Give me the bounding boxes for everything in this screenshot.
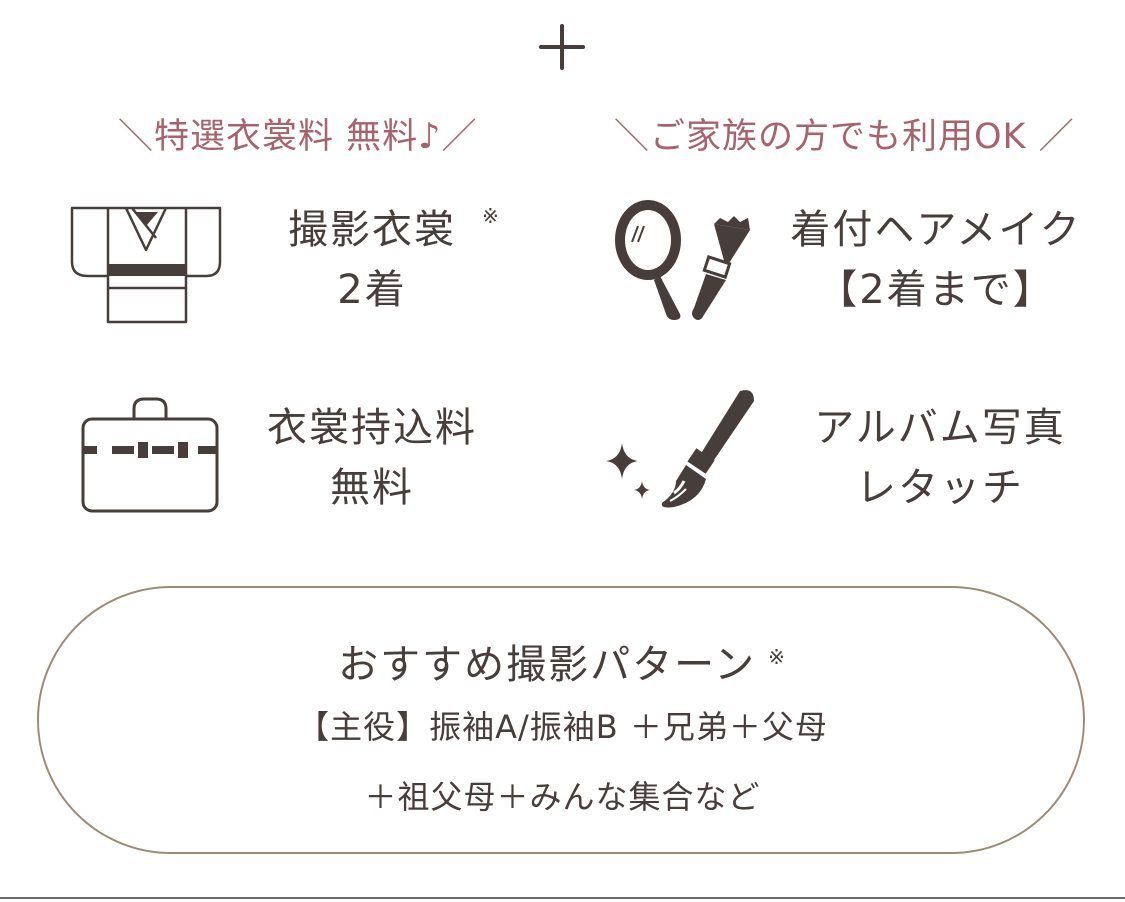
pattern-line-1: 【主役】振袖A/振袖B ＋兄弟＋父母: [297, 708, 828, 746]
plus-icon: [537, 22, 587, 72]
pattern-title: おすすめ撮影パターン ※: [0, 628, 1125, 694]
feature-hairmake-text: 着付ヘアメイク 【2着まで】: [784, 200, 1088, 320]
feature-bringin-line1: 衣裳持込料: [267, 405, 477, 451]
feature-retouch-text: アルバム写真 レタッチ: [804, 398, 1076, 518]
mirror-brush-icon: [610, 196, 760, 321]
feature-hairmake-line1: 着付ヘアメイク: [790, 207, 1082, 253]
recommended-pattern-box: [37, 586, 1085, 854]
feature-bringin-text: 衣裳持込料 無料: [252, 398, 492, 518]
kimono-icon: [68, 204, 224, 326]
feature-costume-line1: 撮影衣裳: [288, 207, 456, 253]
feature-bringin-line2: 無料: [330, 465, 414, 511]
headline-free-costume: ＼特選衣裳料 無料♪／: [118, 117, 478, 157]
feature-costume-note: ※: [482, 204, 499, 228]
bag-icon: [80, 395, 220, 515]
feature-costume-text: 撮影衣裳 2着: [252, 200, 492, 320]
bottom-divider: [0, 897, 1125, 899]
feature-retouch-line1: アルバム写真: [814, 405, 1066, 451]
feature-retouch-line2: レタッチ: [856, 465, 1024, 511]
headline-family-ok: ＼ご家族の方でも利用OK ／: [614, 117, 1075, 157]
paintbrush-sparkle-icon: [604, 385, 760, 511]
pattern-line-2: ＋祖父母＋みんな集合など: [364, 778, 761, 816]
pattern-note: ※: [768, 645, 787, 669]
feature-hairmake-line2: 【2着まで】: [817, 267, 1055, 313]
feature-costume-line2: 2着: [337, 267, 407, 313]
pattern-title-text: おすすめ撮影パターン: [338, 642, 757, 688]
